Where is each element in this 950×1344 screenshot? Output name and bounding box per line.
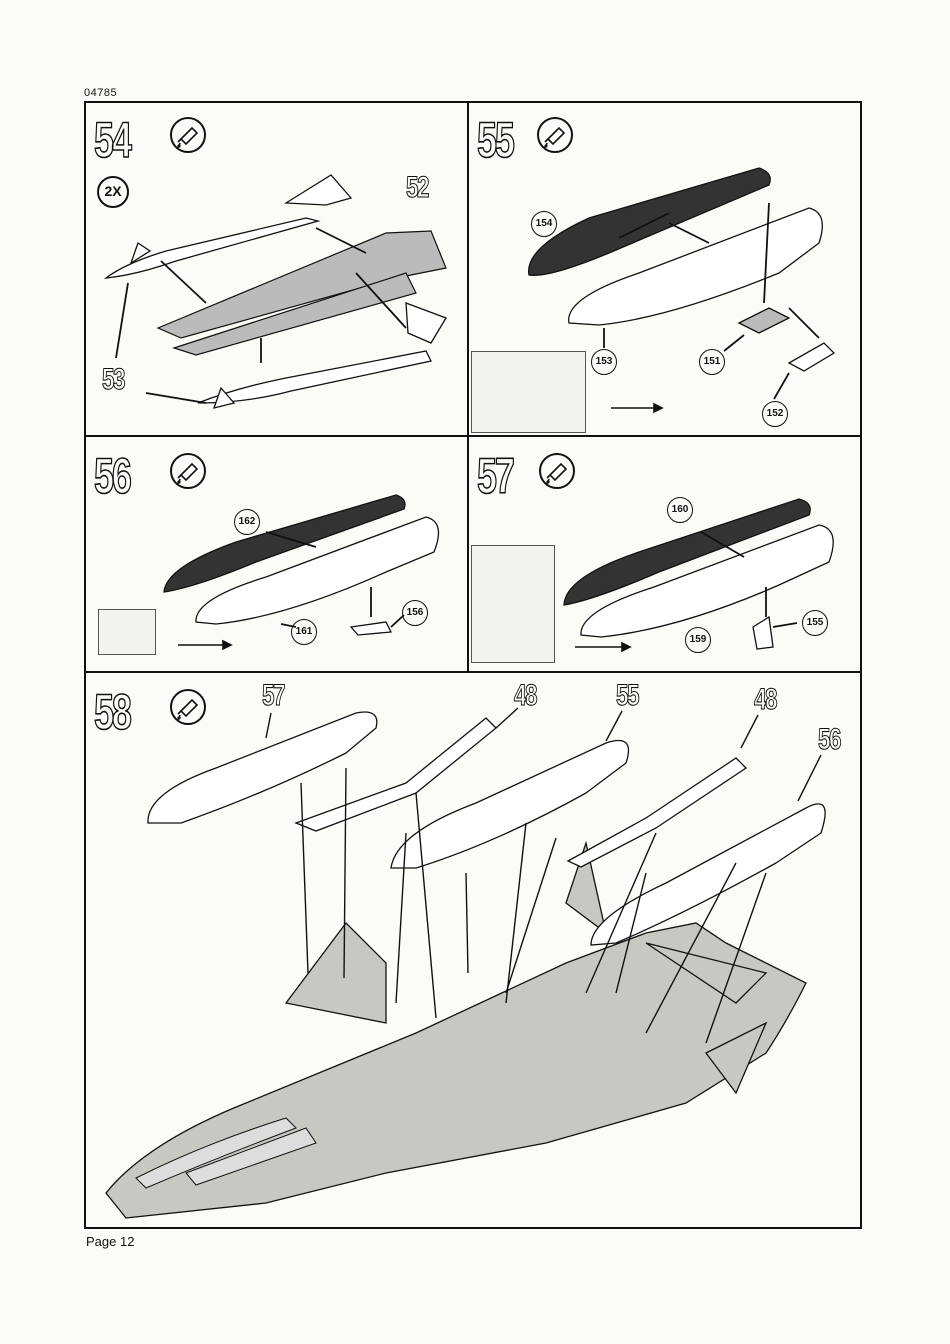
step-54-panel: 54 2X 52 53 <box>86 103 469 437</box>
step-55-panel: 55 154 153 151 152 <box>469 103 860 437</box>
step-56-panel: 56 162 161 156 <box>86 437 469 673</box>
document-code: 04785 <box>84 87 117 99</box>
fuel-tank-drawing <box>86 437 469 673</box>
aircraft-assembly-drawing <box>86 673 860 1227</box>
page-number: Page 12 <box>86 1234 134 1249</box>
fuel-tank-drawing <box>469 437 860 673</box>
step-58-panel: 58 57 48 55 48 56 <box>86 673 860 1227</box>
pylon-missile-drawing <box>86 103 469 437</box>
fuel-tank-drawing <box>469 103 860 437</box>
step-57-panel: 57 160 159 155 <box>469 437 860 673</box>
